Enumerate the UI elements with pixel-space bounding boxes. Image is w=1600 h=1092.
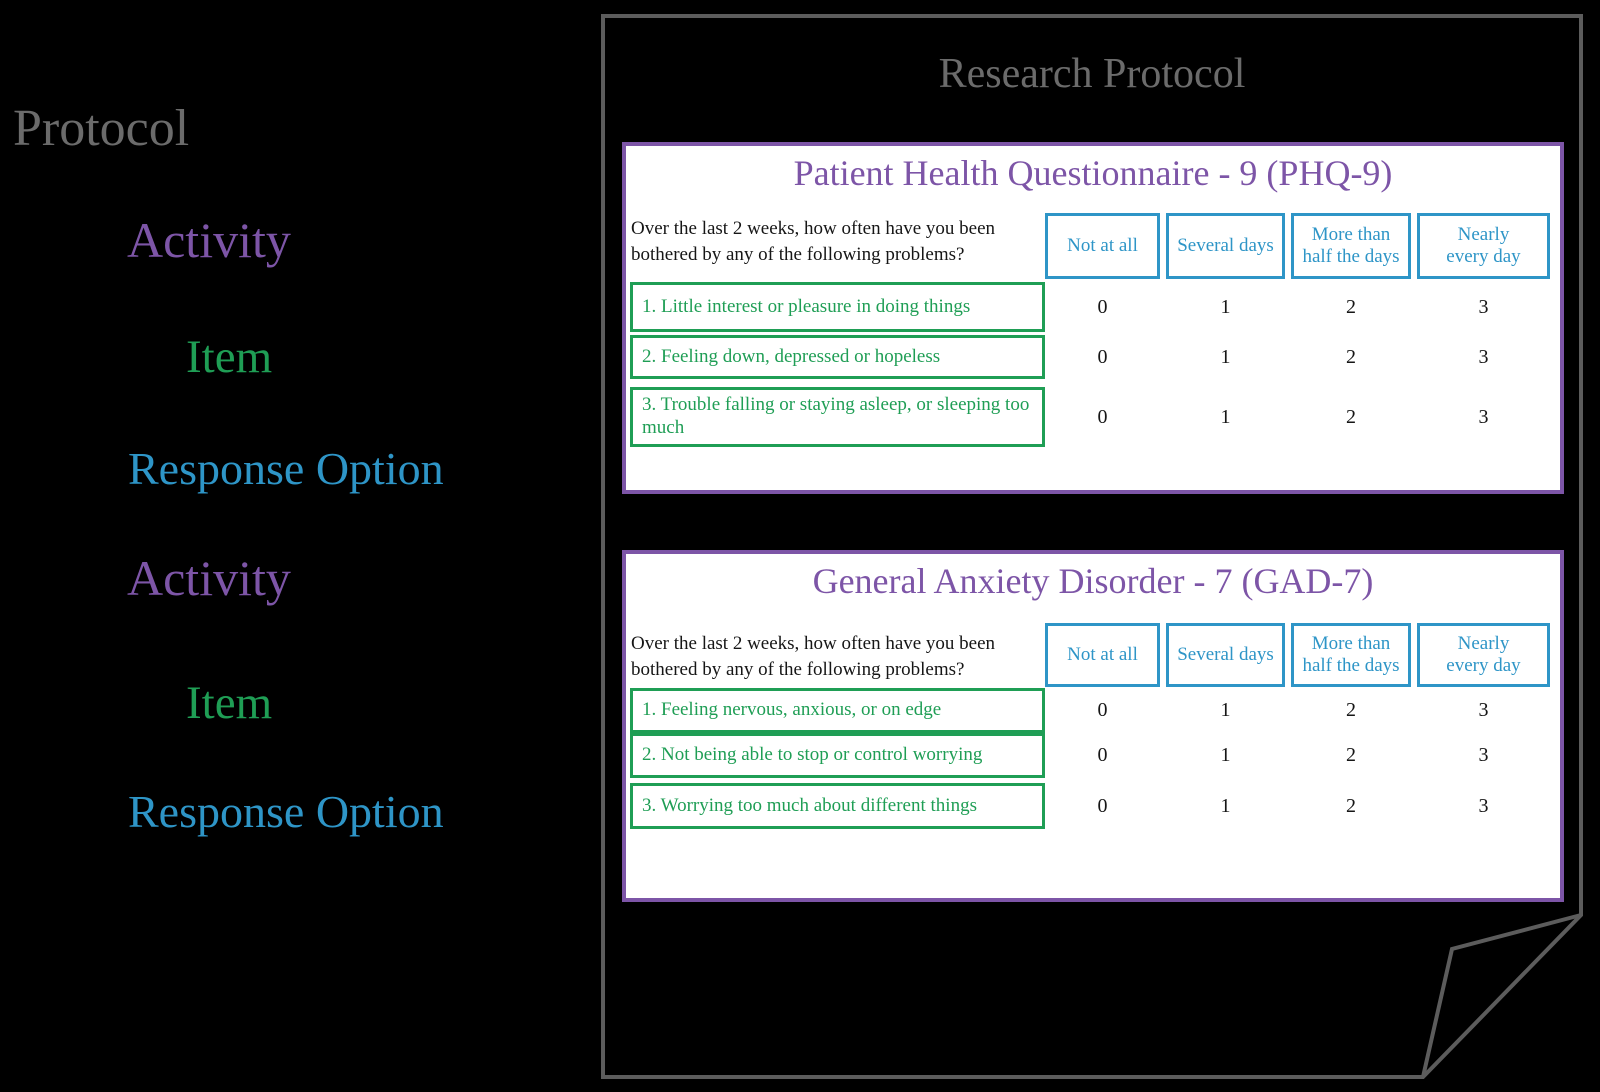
value-cell: 2 <box>1346 794 1356 817</box>
value-cell: 2 <box>1346 405 1356 428</box>
value-cell: 0 <box>1097 699 1108 721</box>
response-option-header-row: Not at all Several days More than half t… <box>1045 623 1550 687</box>
value-cell: 0 <box>1097 744 1108 766</box>
item-row: 1. Feeling nervous, anxious, or on edge <box>630 688 1045 733</box>
value-row: 0 1 2 3 <box>1045 335 1550 379</box>
value-cell: 1 <box>1220 744 1231 766</box>
legend-activity-label-1: Activity <box>127 212 291 268</box>
response-option-header-cell: Not at all <box>1045 213 1160 279</box>
value-cell: 0 <box>1097 345 1108 368</box>
value-row: 0 1 2 3 <box>1045 783 1550 829</box>
item-row: 1. Little interest or pleasure in doing … <box>630 282 1045 332</box>
value-cell: 1 <box>1220 405 1231 428</box>
value-cell: 0 <box>1097 295 1108 318</box>
page-corner-fold-icon <box>1421 913 1582 1078</box>
value-cell: 2 <box>1346 345 1356 368</box>
value-row: 0 1 2 3 <box>1045 688 1550 733</box>
value-cell: 3 <box>1478 744 1489 766</box>
legend-activity-label-2: Activity <box>127 550 291 606</box>
questionnaire-title: General Anxiety Disorder - 7 (GAD-7) <box>812 561 1374 601</box>
response-option-header-cell: Several days <box>1166 213 1285 279</box>
response-option-header-cell: Not at all <box>1045 623 1160 687</box>
prompt-line: Over the last 2 weeks, how often have yo… <box>631 218 996 239</box>
questionnaire-card-gad7: General Anxiety Disorder - 7 (GAD-7) Ove… <box>622 550 1564 902</box>
value-row: 0 1 2 3 <box>1045 387 1550 447</box>
response-option-header-cell: Several days <box>1166 623 1285 687</box>
value-cell: 1 <box>1220 794 1231 817</box>
value-cell: 1 <box>1220 345 1231 368</box>
legend-response-option-label-1: Response Option <box>128 443 444 494</box>
response-option-header-row: Not at all Several days More than half t… <box>1045 213 1550 279</box>
value-cell: 1 <box>1220 295 1231 318</box>
value-cell: 1 <box>1220 699 1231 721</box>
value-cell: 3 <box>1478 345 1489 368</box>
page-outline <box>601 14 1583 1079</box>
response-option-header-cell: More than half the days <box>1291 623 1411 687</box>
prompt-line: Over the last 2 weeks, how often have yo… <box>631 633 996 654</box>
prompt-line: bothered by any of the following problem… <box>631 243 965 265</box>
value-cell: 0 <box>1097 794 1108 817</box>
legend-protocol-label: Protocol <box>13 100 190 157</box>
value-row: 0 1 2 3 <box>1045 282 1550 332</box>
value-cell: 0 <box>1097 405 1108 428</box>
value-cell: 3 <box>1478 405 1489 428</box>
item-row: 3. Trouble falling or staying asleep, or… <box>630 387 1045 447</box>
legend-response-option-label-2: Response Option <box>128 786 444 837</box>
item-row: 2. Feeling down, depressed or hopeless <box>630 335 1045 379</box>
questionnaire-card-phq9: Patient Health Questionnaire - 9 (PHQ-9)… <box>622 142 1564 494</box>
value-row: 0 1 2 3 <box>1045 733 1550 778</box>
item-row: 2. Not being able to stop or control wor… <box>630 733 1045 778</box>
questionnaire-title: Patient Health Questionnaire - 9 (PHQ-9) <box>793 153 1393 193</box>
response-option-header-cell: More than half the days <box>1291 213 1411 279</box>
value-cell: 3 <box>1478 699 1489 721</box>
item-row: 3. Worrying too much about different thi… <box>630 783 1045 829</box>
value-cell: 2 <box>1346 295 1356 318</box>
questionnaire-prompt: Over the last 2 weeks, how often have yo… <box>631 631 1045 682</box>
page-title: Research Protocol <box>938 51 1246 97</box>
value-cell: 2 <box>1346 744 1356 766</box>
response-option-header-cell: Nearly every day <box>1417 623 1550 687</box>
value-cell: 3 <box>1478 794 1489 817</box>
legend-item-label-1: Item <box>186 331 273 383</box>
response-option-header-cell: Nearly every day <box>1417 213 1550 279</box>
questionnaire-prompt: Over the last 2 weeks, how often have yo… <box>631 216 1045 267</box>
value-cell: 2 <box>1346 699 1356 721</box>
value-cell: 3 <box>1478 295 1489 318</box>
legend-item-label-2: Item <box>186 677 273 729</box>
prompt-line: bothered by any of the following problem… <box>631 658 965 680</box>
